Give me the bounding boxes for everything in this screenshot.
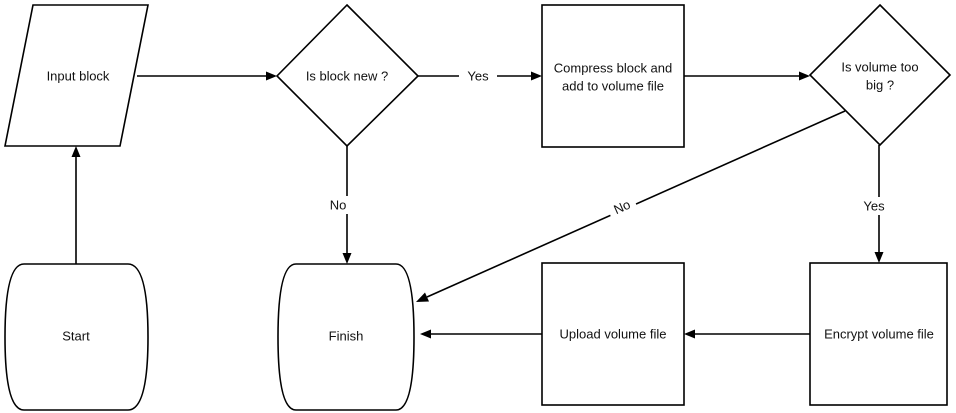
edge-label-yes-isbig: Yes xyxy=(863,198,885,213)
arrowhead-icon xyxy=(266,71,277,81)
edge-compress-to-isbig xyxy=(684,71,810,81)
edge-encrypt-to-upload xyxy=(684,329,810,339)
node-input-block[interactable]: Input block xyxy=(4,4,149,147)
edge-label-no-isbig: No xyxy=(611,197,632,217)
node-is-block-new[interactable]: Is block new ? xyxy=(275,3,420,148)
arrowhead-icon xyxy=(531,71,542,81)
node-label-isbig-line2: big ? xyxy=(866,77,894,92)
edge-label-yes-isnew: Yes xyxy=(467,68,489,83)
barrel-shape xyxy=(277,263,415,411)
node-label-compress-line1: Compress block and xyxy=(554,60,673,75)
barrel-shape xyxy=(4,263,149,411)
node-start[interactable]: Start xyxy=(4,263,149,411)
edge-label-no-isnew: No xyxy=(330,197,347,212)
arrowhead-icon xyxy=(874,252,884,263)
node-label-is-block-new: Is block new ? xyxy=(306,68,388,83)
edge-label-backing xyxy=(325,196,351,214)
edge-start-to-input xyxy=(71,146,81,264)
edge-upload-to-finish xyxy=(420,329,542,339)
edge-input-to-isnew xyxy=(137,71,277,81)
node-encrypt-volume-file[interactable]: Encrypt volume file xyxy=(809,262,948,406)
edge-label-no-isbig-group: No xyxy=(605,193,639,221)
node-finish[interactable]: Finish xyxy=(277,263,415,411)
node-label-encrypt-volume-file: Encrypt volume file xyxy=(824,326,934,341)
arrowhead-icon xyxy=(420,329,431,339)
edge-label-backing xyxy=(858,197,888,215)
node-upload-volume-file[interactable]: Upload volume file xyxy=(541,262,685,406)
parallelogram-shape xyxy=(4,4,149,147)
rectangle-shape xyxy=(541,262,685,406)
node-label-upload-volume-file: Upload volume file xyxy=(560,326,667,341)
node-label-isbig-line1: Is volume too xyxy=(841,59,918,74)
node-is-volume-too-big[interactable]: Is volume too big ? xyxy=(808,3,952,147)
node-label-compress-line2: add to volume file xyxy=(562,78,664,93)
arrowhead-icon xyxy=(684,329,695,339)
node-label-finish: Finish xyxy=(329,328,364,343)
arrowhead-icon xyxy=(342,253,352,264)
rectangle-shape xyxy=(809,262,948,406)
edge-isbig-to-encrypt: Yes xyxy=(858,145,888,263)
edge-isnew-to-finish: No xyxy=(325,146,352,264)
node-compress-block[interactable]: Compress block and add to volume file xyxy=(541,4,685,148)
rectangle-shape xyxy=(541,4,685,148)
edge-line xyxy=(426,110,846,298)
node-label-start: Start xyxy=(62,328,90,343)
arrowhead-icon xyxy=(416,292,429,302)
diamond-shape xyxy=(275,3,420,148)
edge-isnew-to-compress: Yes xyxy=(418,68,542,83)
node-label-input-block: Input block xyxy=(47,68,110,83)
edge-isbig-to-finish: No xyxy=(416,110,846,302)
arrowhead-icon xyxy=(71,146,81,157)
edge-label-backing xyxy=(605,193,639,221)
diamond-shape xyxy=(808,3,952,147)
arrowhead-icon xyxy=(799,71,810,81)
